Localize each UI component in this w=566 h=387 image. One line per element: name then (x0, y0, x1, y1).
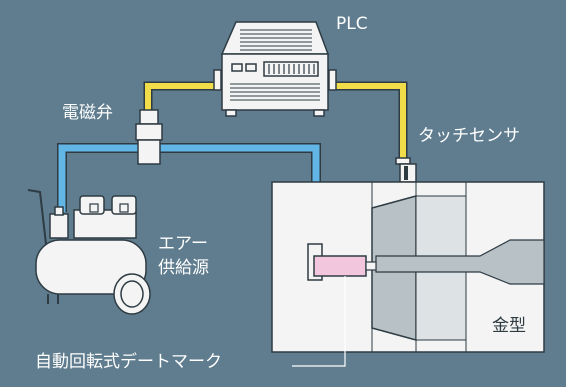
plc-unit (213, 21, 337, 117)
mold (271, 181, 545, 353)
solenoid-valve-label: 電磁弁 (62, 103, 113, 123)
air-supply-label-line1: エアー (158, 234, 208, 254)
air-supply-label-line2: 供給源 (158, 258, 209, 278)
mold-label: 金型 (492, 316, 526, 336)
air-compressor (27, 189, 151, 315)
date-mark-leader-line (292, 276, 346, 367)
touch-sensor (395, 157, 417, 183)
date-mark-label: 自動回転式デートマーク (35, 352, 222, 372)
solenoid-valve (135, 109, 163, 165)
plc-label: PLC (336, 14, 368, 34)
touch-sensor-label: タッチセンサ (418, 126, 520, 146)
